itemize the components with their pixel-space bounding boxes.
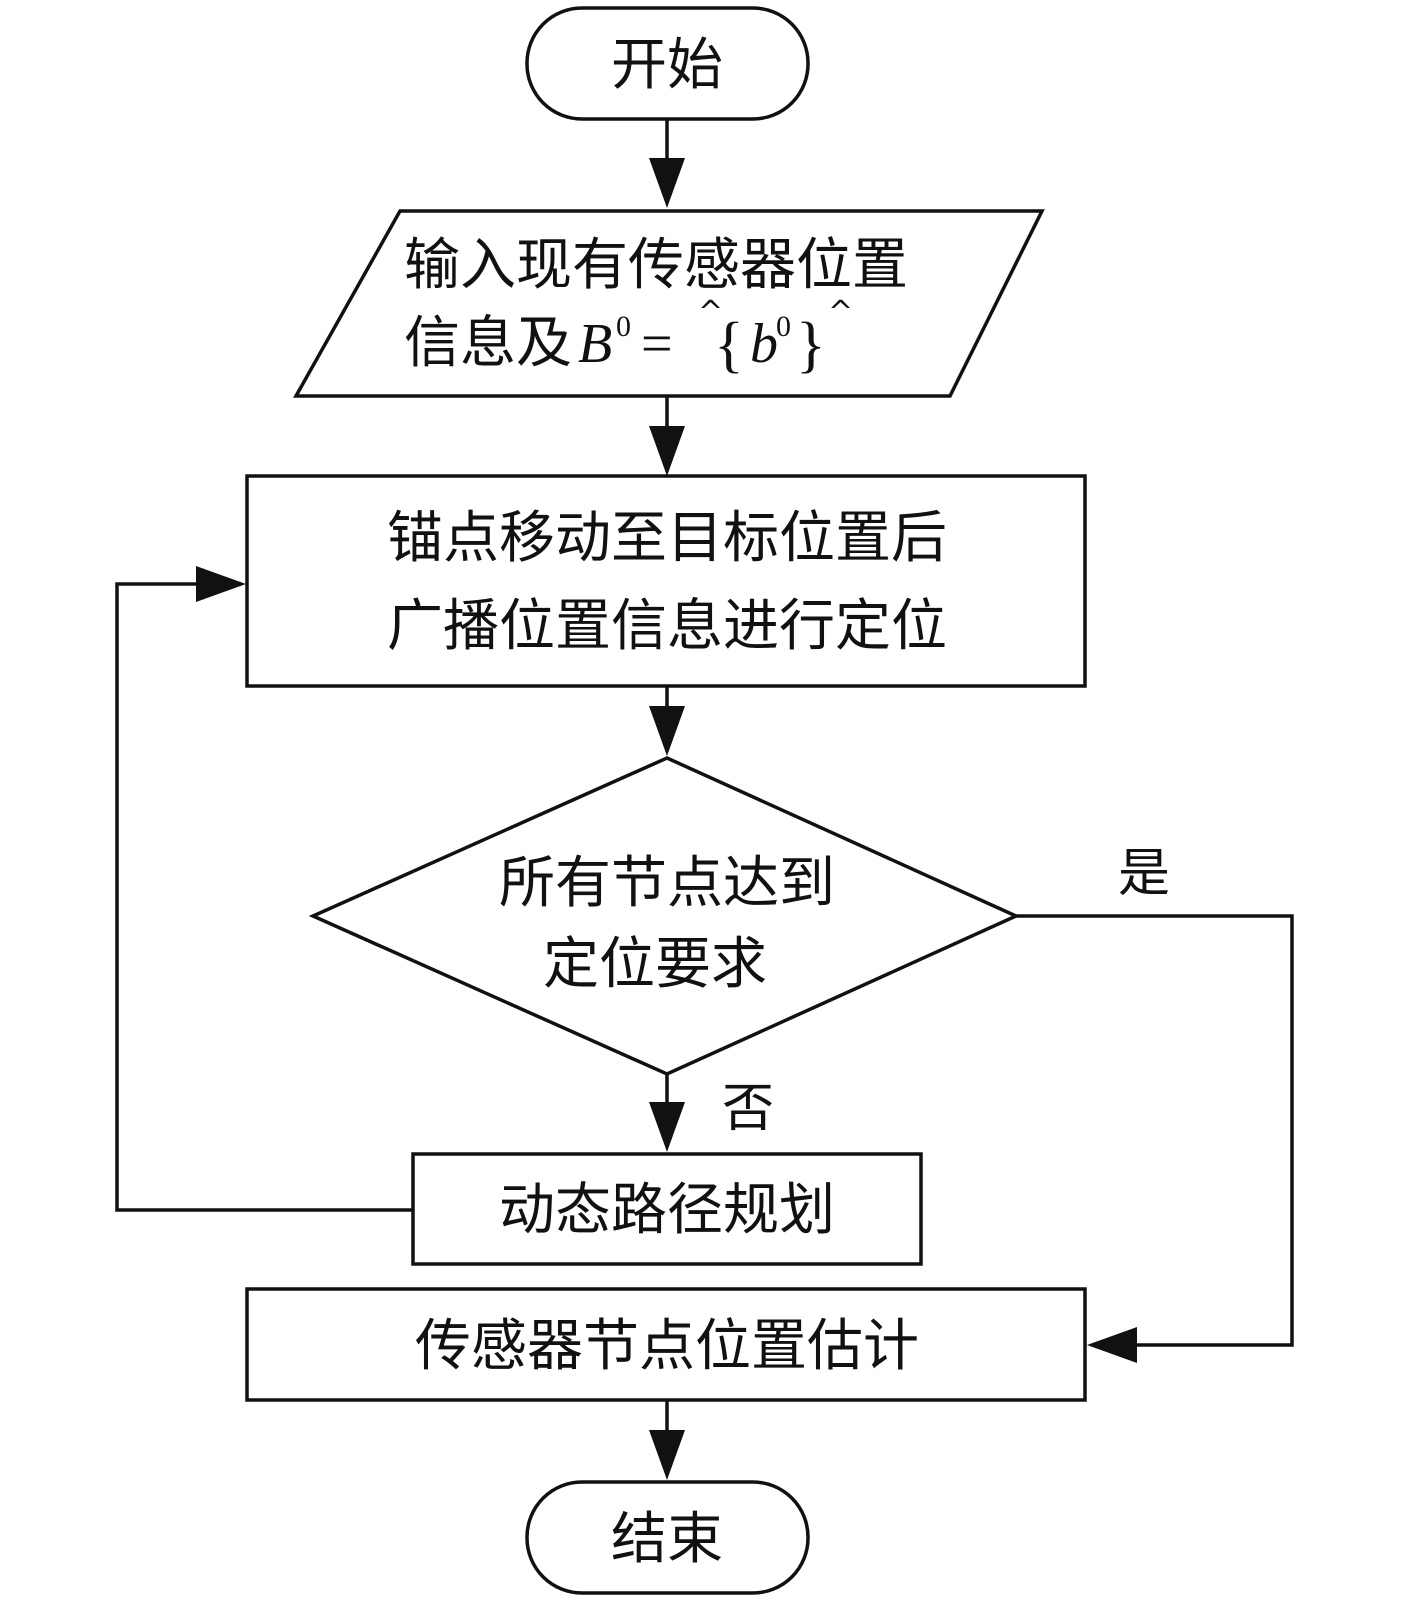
math-hat-2: ^ xyxy=(828,295,853,330)
estimate-box xyxy=(245,1287,1087,1402)
math-right-brace: } xyxy=(796,311,826,379)
input-parallelogram xyxy=(293,209,1045,398)
math-sup-0b: 0 xyxy=(776,310,791,343)
end-label: 结束 xyxy=(611,1507,723,1572)
arrowhead-anchor-decision xyxy=(649,706,685,756)
math-left-brace: { xyxy=(714,311,744,379)
math-equals: = xyxy=(641,313,673,375)
anchor-text-line2: 广播位置信息进行定位 xyxy=(387,594,947,659)
math-sup-0: 0 xyxy=(616,310,631,343)
math-B: B xyxy=(578,313,612,375)
path-planning-text: 动态路径规划 xyxy=(499,1178,835,1243)
decision-diamond xyxy=(308,756,1021,1076)
end-terminator xyxy=(525,1480,810,1595)
input-text-line2: 信息及 xyxy=(404,311,572,376)
arrowhead-loop-anchor xyxy=(196,566,246,602)
math-b: b xyxy=(750,313,778,375)
connector-loop-back xyxy=(115,582,413,1212)
input-text-line1: 输入现有传感器位置 xyxy=(404,233,908,298)
anchor-text-line1: 锚点移动至目标位置后 xyxy=(387,506,947,571)
arrowhead-start-input xyxy=(649,158,685,208)
connector-yes-branch xyxy=(1016,914,1294,1347)
estimate-text: 传感器节点位置估计 xyxy=(415,1314,919,1379)
anchor-process-box xyxy=(245,474,1087,688)
decision-text-line1: 所有节点达到 xyxy=(499,851,835,916)
start-label: 开始 xyxy=(611,33,723,98)
arrowhead-yes-estimate xyxy=(1087,1327,1137,1363)
arrowhead-no-path xyxy=(649,1102,685,1152)
arrowhead-estimate-end xyxy=(649,1430,685,1480)
path-planning-box xyxy=(411,1152,923,1266)
math-hat-1: ^ xyxy=(698,295,723,330)
input-math-expression: B 0 = ^ { b 0 } ^ xyxy=(578,295,853,379)
decision-text-line2: 定位要求 xyxy=(543,932,767,997)
no-label: 否 xyxy=(722,1079,774,1139)
arrowhead-input-anchor xyxy=(649,426,685,476)
yes-label: 是 xyxy=(1118,844,1170,904)
